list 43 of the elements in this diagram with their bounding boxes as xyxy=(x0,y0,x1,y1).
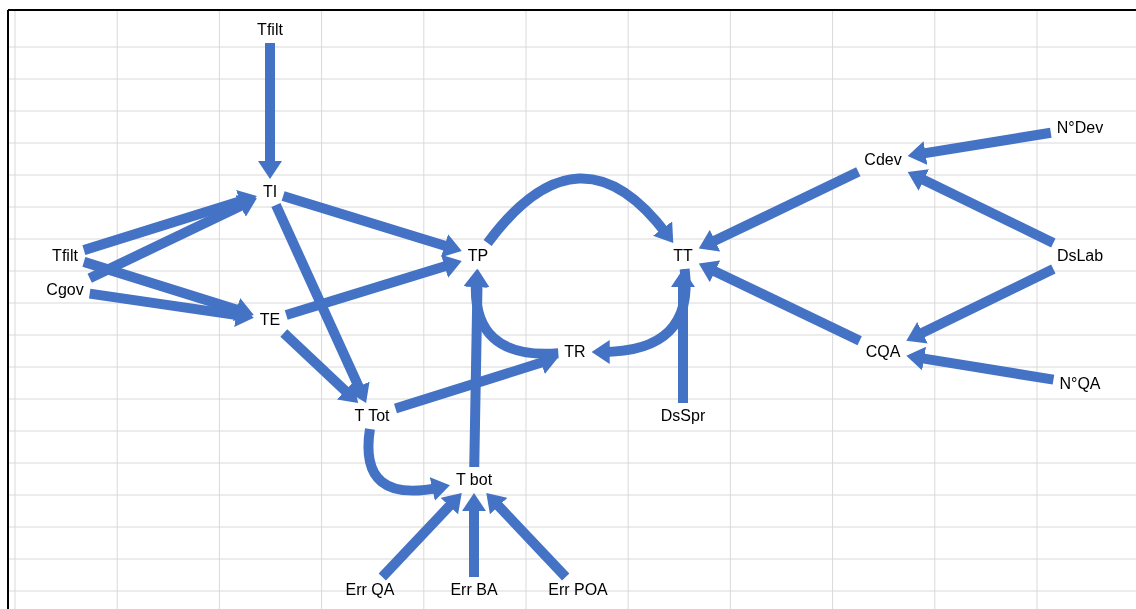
arrow xyxy=(271,202,370,403)
node-label: Err POA xyxy=(545,580,611,600)
arrow xyxy=(906,346,1055,385)
node-label: CQA xyxy=(862,342,904,362)
node-label: Cdev xyxy=(861,150,905,170)
node-label: N°Dev xyxy=(1053,118,1107,138)
arrow xyxy=(483,173,674,247)
arrow xyxy=(258,43,282,179)
node-label: TE xyxy=(256,310,284,330)
node-label: DsSpr xyxy=(657,406,709,426)
arrow xyxy=(907,169,1056,248)
arrow xyxy=(671,269,695,403)
arrow xyxy=(378,493,462,581)
node-label: N°QA xyxy=(1056,374,1104,394)
arrow xyxy=(363,428,450,501)
node-label: Err BA xyxy=(447,580,501,600)
arrow xyxy=(82,257,254,321)
node-label: TP xyxy=(464,246,492,266)
arrow xyxy=(284,254,462,320)
arrow xyxy=(698,167,861,252)
node-label: Err QA xyxy=(342,580,398,600)
node-label: TT xyxy=(670,246,696,266)
arrow xyxy=(907,127,1052,165)
node-label: TI xyxy=(259,182,281,202)
node-label: T Tot xyxy=(351,406,393,426)
node-label: DsLab xyxy=(1053,246,1107,266)
arrow xyxy=(87,195,257,283)
node-label: TR xyxy=(561,342,589,362)
arrow xyxy=(82,190,257,255)
arrow xyxy=(280,329,359,403)
node-label: Tfilt xyxy=(254,20,286,40)
arrow xyxy=(465,269,490,468)
node-label: Cgov xyxy=(43,280,87,300)
arrow xyxy=(88,288,254,327)
node-label: Tfilt xyxy=(49,246,81,266)
arrow xyxy=(906,264,1056,344)
arrow xyxy=(464,268,559,359)
arrow xyxy=(591,268,691,364)
arrow xyxy=(486,493,570,581)
node-label: T bot xyxy=(452,470,496,490)
arrow xyxy=(462,493,486,577)
arrow xyxy=(281,191,462,258)
arrow xyxy=(698,260,862,346)
